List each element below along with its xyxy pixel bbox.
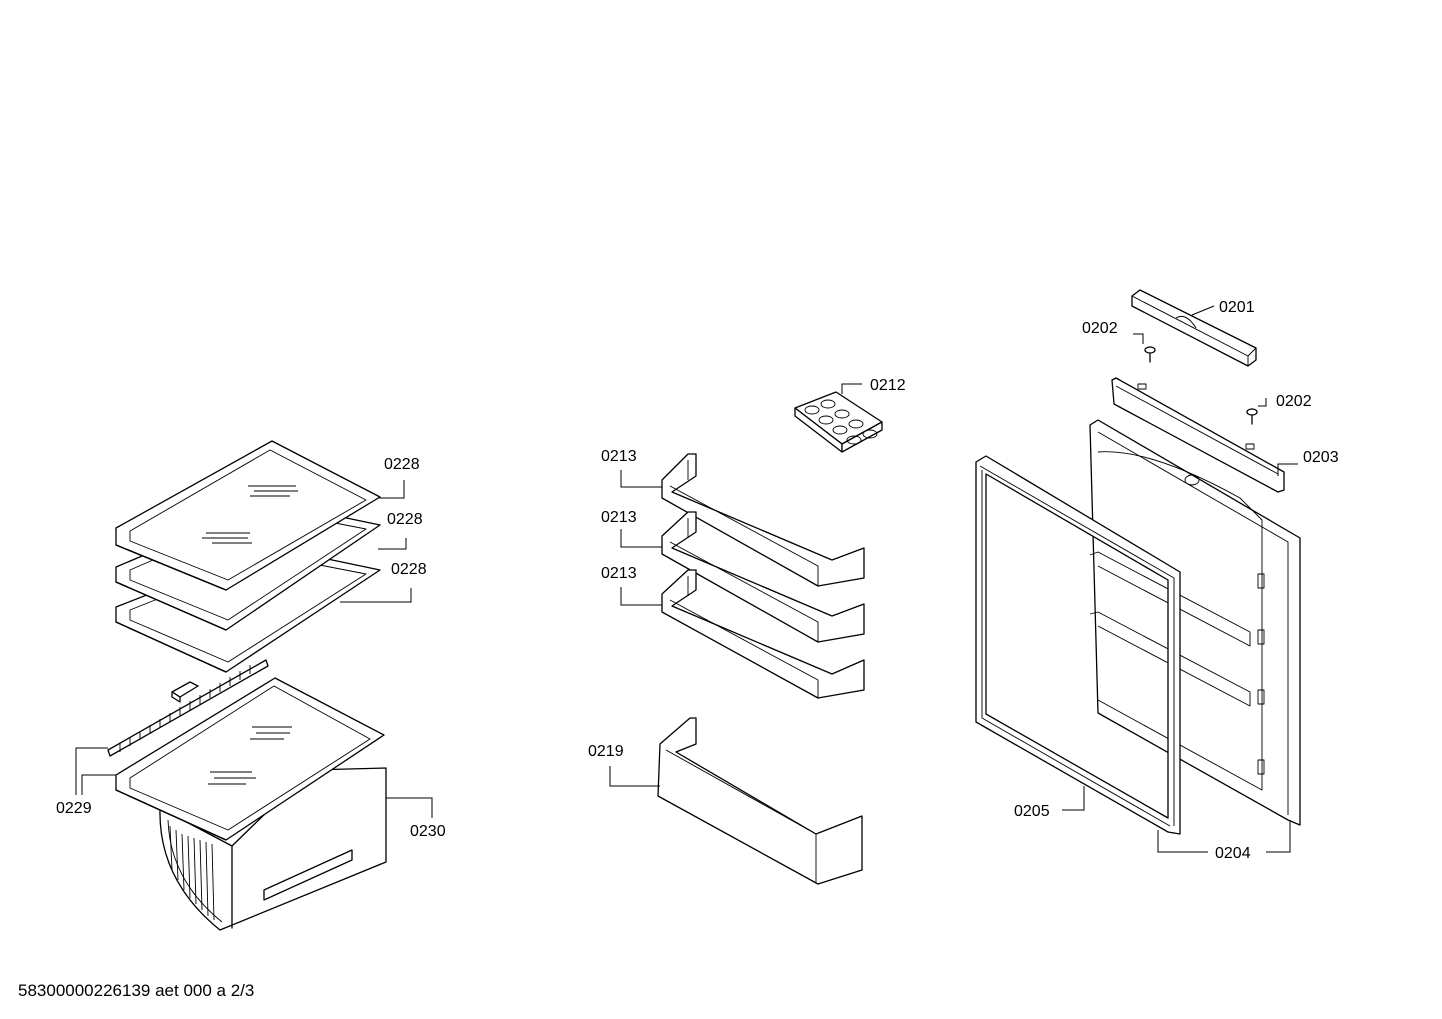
crisper-cover: [115, 677, 385, 841]
door-liner: [1089, 419, 1301, 826]
screw-right: [1246, 408, 1258, 425]
egg-tray: [794, 391, 883, 453]
screw-left: [1144, 346, 1156, 363]
label-0213-middle: 0213: [601, 509, 637, 526]
door-balcony-middle: [661, 511, 865, 643]
glass-shelf-top: [115, 440, 381, 591]
label-0219: 0219: [588, 743, 624, 760]
vent-slider: [171, 681, 199, 703]
label-0204: 0204: [1215, 845, 1251, 862]
crisper-drawer: [159, 767, 387, 931]
label-0213-lower: 0213: [601, 565, 637, 582]
hinge-bracket: [1111, 377, 1285, 493]
door-gasket: [975, 455, 1181, 835]
label-0213-upper: 0213: [601, 448, 637, 465]
label-0228-lower: 0228: [391, 561, 427, 578]
door-balcony-upper: [661, 453, 865, 587]
label-0205: 0205: [1014, 803, 1050, 820]
bottle-balcony: [657, 717, 863, 885]
label-0203: 0203: [1303, 449, 1339, 466]
label-0202-left: 0202: [1082, 320, 1118, 337]
label-0202-right: 0202: [1276, 393, 1312, 410]
drawing-reference-number: 58300000226139 aet 000 a 2/3: [18, 981, 255, 1000]
label-0230: 0230: [410, 823, 446, 840]
label-0212: 0212: [870, 377, 906, 394]
label-0229: 0229: [56, 800, 92, 817]
label-0201: 0201: [1219, 299, 1255, 316]
vent-strip: [107, 659, 269, 757]
label-0228-middle: 0228: [387, 511, 423, 528]
label-0228-top: 0228: [384, 456, 420, 473]
door-balcony-lower: [661, 569, 865, 699]
hinge-cover: [1131, 289, 1257, 367]
